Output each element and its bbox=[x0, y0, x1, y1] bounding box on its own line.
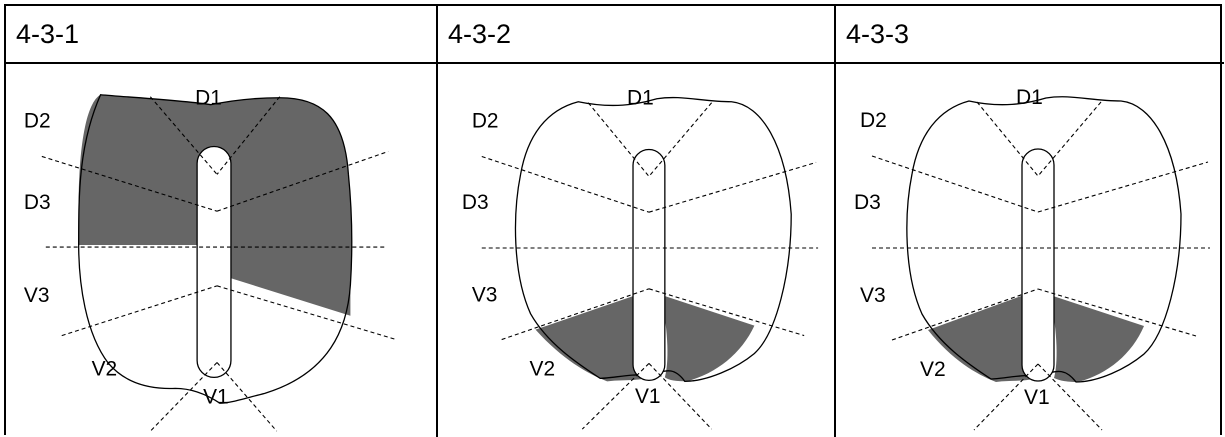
label-d3: D3 bbox=[24, 191, 51, 214]
organ-outline bbox=[514, 96, 792, 382]
central-lumen bbox=[632, 148, 666, 381]
sector-line bbox=[587, 102, 650, 177]
panel-diagram-2: D1 D2 D3 V3 V2 V1 bbox=[438, 64, 836, 437]
label-v2: V2 bbox=[530, 357, 556, 380]
sector-line bbox=[1037, 101, 1102, 177]
segment-diagram-3: D1 D2 D3 V3 V2 V1 bbox=[854, 86, 1210, 431]
panel-title-1: 4-3-1 bbox=[6, 6, 438, 64]
organ-outline bbox=[906, 96, 1182, 383]
sector-line bbox=[481, 155, 650, 213]
diagram-table: 4-3-1 4-3-2 4-3-3 D1 D2 D3 V3 V2 V1 bbox=[4, 4, 1224, 437]
label-d1: D1 bbox=[195, 87, 222, 110]
label-d1: D1 bbox=[1016, 86, 1043, 109]
shaded-ventral-right bbox=[660, 294, 755, 382]
panel-diagram-1: D1 D2 D3 V3 V2 V1 bbox=[6, 64, 438, 437]
sector-line bbox=[648, 363, 713, 430]
central-lumen bbox=[196, 145, 232, 379]
sector-line bbox=[871, 155, 1039, 213]
label-d3: D3 bbox=[462, 191, 489, 214]
label-d3: D3 bbox=[854, 191, 881, 214]
sector-line bbox=[216, 362, 278, 432]
panel-diagram-3: D1 D2 D3 V3 V2 V1 bbox=[836, 64, 1224, 437]
organ-outline bbox=[78, 94, 353, 404]
label-v1: V1 bbox=[1024, 386, 1050, 409]
label-v2: V2 bbox=[92, 357, 118, 380]
sector-line bbox=[41, 155, 218, 212]
central-lumen bbox=[1021, 148, 1055, 382]
label-v1: V1 bbox=[635, 385, 661, 408]
shaded-ventral-left bbox=[928, 295, 1036, 382]
segment-diagram-1: D1 D2 D3 V3 V2 V1 bbox=[24, 87, 397, 432]
label-v3: V3 bbox=[24, 284, 50, 307]
sector-line bbox=[61, 285, 218, 337]
sector-line bbox=[891, 288, 1039, 341]
sector-line bbox=[501, 288, 650, 341]
label-d2: D2 bbox=[860, 109, 887, 132]
sector-line bbox=[216, 96, 281, 175]
shaded-ventral-left bbox=[535, 294, 649, 382]
label-d1: D1 bbox=[627, 87, 654, 110]
panel-title-3: 4-3-3 bbox=[836, 6, 1224, 64]
sector-line bbox=[149, 362, 218, 432]
label-v3: V3 bbox=[860, 284, 886, 307]
label-d2: D2 bbox=[24, 110, 51, 133]
label-d2: D2 bbox=[472, 110, 499, 133]
sector-line bbox=[973, 363, 1039, 431]
sector-line bbox=[976, 101, 1039, 177]
sector-line bbox=[216, 285, 397, 341]
sector-line bbox=[216, 150, 389, 212]
sector-line bbox=[648, 161, 817, 213]
label-v2: V2 bbox=[920, 358, 946, 381]
shaded-ventral-right bbox=[1050, 295, 1144, 382]
panel-title-2: 4-3-2 bbox=[438, 6, 836, 64]
sector-line bbox=[648, 288, 805, 337]
label-v1: V1 bbox=[203, 385, 229, 408]
sector-line bbox=[648, 102, 713, 177]
label-v3: V3 bbox=[472, 284, 498, 307]
sector-line bbox=[1037, 161, 1209, 213]
sector-line bbox=[149, 96, 218, 175]
segment-diagram-2: D1 D2 D3 V3 V2 V1 bbox=[462, 87, 819, 430]
sector-line bbox=[581, 363, 650, 430]
sector-line bbox=[1037, 363, 1103, 431]
